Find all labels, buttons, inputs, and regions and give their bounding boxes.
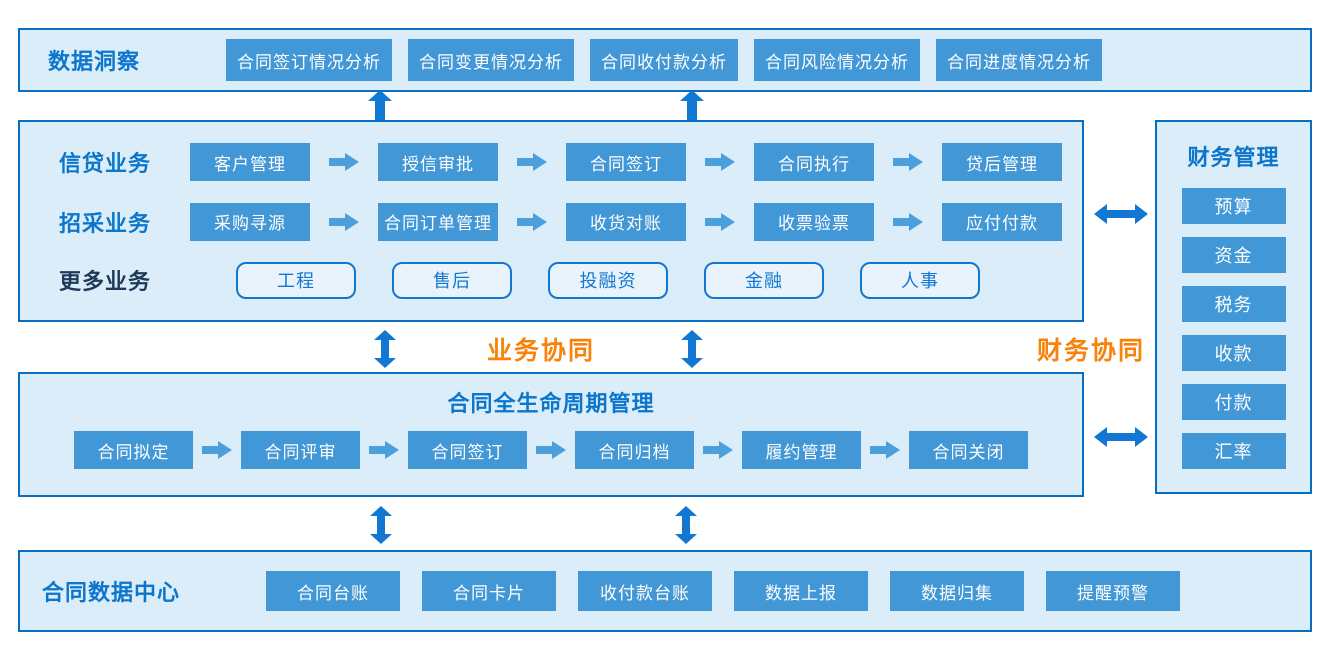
more-business-row: 更多业务 工程 售后 投融资 金融 人事 [20,261,1082,299]
finance-node-budget: 预算 [1181,188,1286,224]
arrow-right-icon [527,441,575,459]
contract-data-center-label: 合同数据中心 [42,580,181,605]
contract-lifecycle-title: 合同全生命周期管理 [447,391,655,416]
arrow-right-icon [310,153,378,172]
arrow-right-icon [874,212,942,231]
datacenter-node-reminder-warning: 提醒预警 [1046,571,1180,611]
more-node-hr: 人事 [860,261,980,299]
credit-step-contract-signing: 合同签订 [566,143,686,182]
data-insight-label: 数据洞察 [48,49,141,74]
procurement-step-goods-receipt-reconciliation: 收货对账 [566,202,686,241]
arrow-up-down-icon [675,505,697,545]
lifecycle-step-contract-closure: 合同关闭 [909,431,1028,469]
arrow-up-down-icon [374,330,396,368]
arrow-right-icon [686,212,754,231]
more-node-finance: 金融 [704,261,824,299]
lifecycle-step-contract-signing: 合同签订 [408,431,527,469]
data-insight-items: 合同签订情况分析 合同变更情况分析 合同收付款分析 合同风险情况分析 合同进度情… [226,39,1102,81]
datacenter-node-data-collection: 数据归集 [890,571,1024,611]
procurement-step-invoice-verification: 收票验票 [754,202,874,241]
lifecycle-step-contract-drafting: 合同拟定 [74,431,193,469]
data-insight-panel: 数据洞察 合同签订情况分析 合同变更情况分析 合同收付款分析 合同风险情况分析 … [18,28,1312,92]
more-node-engineering: 工程 [236,261,356,299]
insight-node-contract-progress-analysis: 合同进度情况分析 [936,39,1102,81]
finance-node-funds: 资金 [1181,237,1286,273]
finance-node-payments: 付款 [1181,384,1286,420]
business-panel: 信贷业务 客户管理 授信审批 合同签订 合同执行 贷后管理 招采业务 采购寻源 … [18,120,1084,322]
business-collaboration-label: 业务协同 [487,337,596,365]
credit-business-label: 信贷业务 [58,151,151,177]
more-node-after-sales: 售后 [392,261,512,299]
more-node-investment-financing: 投融资 [548,261,668,299]
finance-panel: 财务管理 预算 资金 税务 收款 付款 汇率 [1155,120,1312,494]
credit-step-post-loan-management: 贷后管理 [942,143,1062,182]
finance-node-tax: 税务 [1181,286,1286,322]
arrow-up-icon [368,90,392,120]
credit-step-customer-management: 客户管理 [190,143,310,182]
contract-lifecycle-steps: 合同拟定 合同评审 合同签订 合同归档 履约管理 合同关闭 [20,431,1082,469]
procurement-step-payables-payment: 应付付款 [942,202,1062,241]
finance-node-receipts: 收款 [1181,335,1286,371]
credit-step-contract-execution: 合同执行 [754,143,874,182]
arrow-right-icon [498,212,566,231]
finance-panel-label: 财务管理 [1187,145,1280,170]
more-business-label: 更多业务 [58,269,151,295]
arrow-right-icon [193,441,241,459]
finance-node-exchange-rate: 汇率 [1181,433,1286,469]
procurement-business-label: 招采业务 [58,210,151,236]
arrow-right-icon [498,153,566,172]
insight-node-contract-risk-analysis: 合同风险情况分析 [754,39,920,81]
procurement-step-sourcing: 采购寻源 [190,202,310,241]
contract-lifecycle-panel: 合同全生命周期管理 合同拟定 合同评审 合同签订 合同归档 履约管理 合同关闭 [18,372,1084,497]
lifecycle-step-contract-archiving: 合同归档 [575,431,694,469]
insight-node-contract-payment-analysis: 合同收付款分析 [590,39,738,81]
credit-business-row: 信贷业务 客户管理 授信审批 合同签订 合同执行 贷后管理 [20,143,1082,182]
finance-collaboration-label: 财务协同 [1037,337,1146,365]
insight-node-contract-signing-analysis: 合同签订情况分析 [226,39,392,81]
lifecycle-step-performance-management: 履约管理 [742,431,861,469]
arrow-left-right-icon [1094,427,1148,447]
arrow-right-icon [861,441,909,459]
procurement-business-row: 招采业务 采购寻源 合同订单管理 收货对账 收票验票 应付付款 [20,202,1082,241]
datacenter-node-data-reporting: 数据上报 [734,571,868,611]
arrow-up-icon [680,90,704,120]
insight-node-contract-change-analysis: 合同变更情况分析 [408,39,574,81]
arrow-up-down-icon [370,505,392,545]
datacenter-node-contract-card: 合同卡片 [422,571,556,611]
arrow-right-icon [310,212,378,231]
arrow-right-icon [874,153,942,172]
arrow-right-icon [686,153,754,172]
contract-data-center-items: 合同台账 合同卡片 收付款台账 数据上报 数据归集 提醒预警 [266,571,1180,611]
procurement-step-contract-order-management: 合同订单管理 [378,202,498,241]
credit-step-credit-approval: 授信审批 [378,143,498,182]
datacenter-node-payment-ledger: 收付款台账 [578,571,712,611]
arrow-up-down-icon [681,330,703,368]
arrow-left-right-icon [1094,204,1148,224]
datacenter-node-contract-ledger: 合同台账 [266,571,400,611]
contract-data-center-panel: 合同数据中心 合同台账 合同卡片 收付款台账 数据上报 数据归集 提醒预警 [18,550,1312,632]
arrow-right-icon [694,441,742,459]
arrow-right-icon [360,441,408,459]
lifecycle-step-contract-review: 合同评审 [241,431,360,469]
